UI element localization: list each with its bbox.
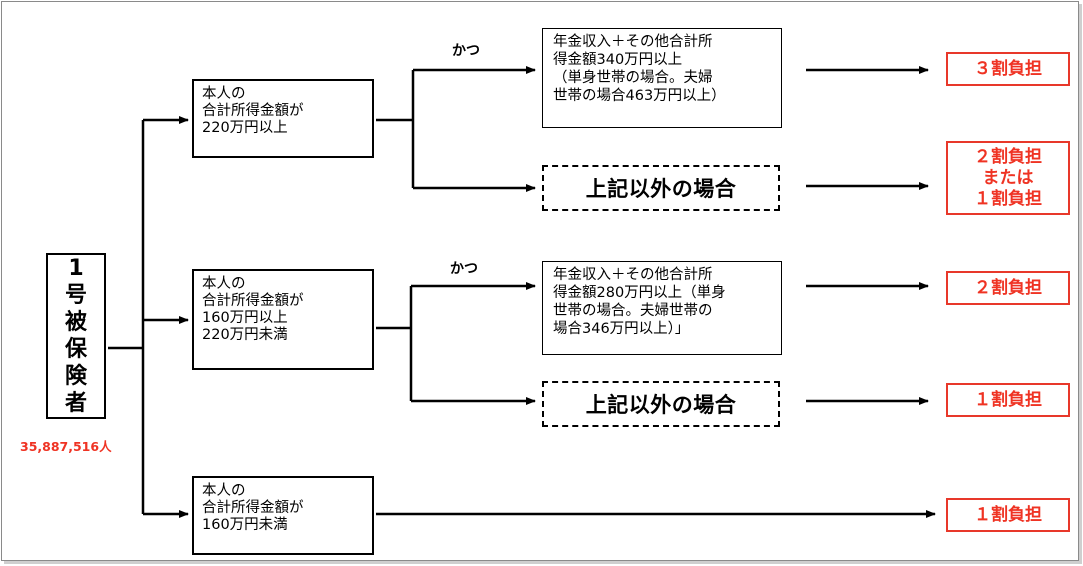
detail-box-pension-280: 年金収入＋その他合計所 得金額280万円以上（単身 世帯の場合。夫婦世帯の 場合…	[542, 261, 782, 355]
result-3-wari: ３割負担	[946, 52, 1070, 86]
primary-insured-char: 被	[64, 310, 87, 335]
condition-box-income-under-160: 本人の 合計所得金額が 160万円未満	[192, 476, 374, 555]
condition-box-income-220-plus: 本人の 合計所得金額が 220万円以上	[192, 79, 374, 158]
result-1-wari-a: １割負担	[946, 383, 1070, 417]
result-2-wari: ２割負担	[946, 271, 1070, 305]
result-1-wari-b: １割負担	[946, 498, 1070, 532]
and-label-1: かつ	[452, 43, 480, 59]
result-2-or-1-wari: ２割負担 または １割負担	[946, 141, 1070, 215]
primary-insured-char: 1	[68, 256, 84, 281]
insured-count: 35,887,516人	[20, 439, 112, 454]
primary-insured-char: 者	[64, 391, 87, 416]
condition-box-income-160-220: 本人の 合計所得金額が 160万円以上 220万円未満	[192, 269, 374, 370]
other-case-box-2: 上記以外の場合	[542, 381, 780, 427]
primary-insured-char: 号	[64, 283, 87, 308]
other-case-box-1: 上記以外の場合	[542, 165, 780, 211]
detail-box-pension-340: 年金収入＋その他合計所 得金額340万円以上 （単身世帯の場合。夫婦 世帯の場合…	[542, 28, 782, 128]
primary-insured-char: 保	[64, 337, 87, 362]
primary-insured-char: 険	[64, 364, 87, 389]
and-label-2: かつ	[450, 261, 478, 277]
